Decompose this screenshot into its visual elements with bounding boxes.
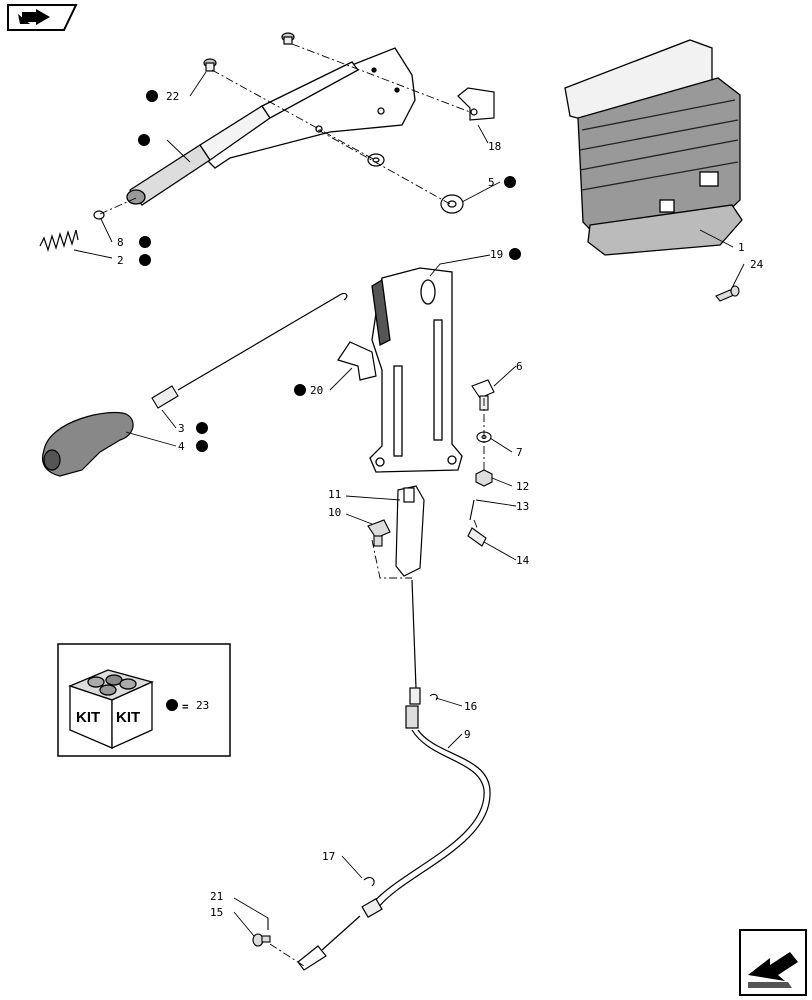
kit-legend: KIT KIT = 23 <box>57 643 231 757</box>
callout-17: 17 <box>322 850 335 863</box>
pin-13 <box>469 499 475 521</box>
callout-4: 4 <box>178 440 185 453</box>
pin-14 <box>467 527 487 547</box>
washer-5 <box>367 153 464 214</box>
callout-18: 18 <box>488 140 501 153</box>
callout-22: 22 <box>166 90 179 103</box>
callout-20: 20 <box>310 384 323 397</box>
ratchet-plate-19 <box>369 267 463 473</box>
leader-lines <box>73 71 745 937</box>
back-arrow-icon[interactable] <box>7 4 78 31</box>
callout-13: 13 <box>516 500 529 513</box>
nut-12 <box>475 469 493 487</box>
callout-1: 1 <box>738 241 745 254</box>
alignment-lines <box>99 43 485 967</box>
spring-2 <box>39 210 105 253</box>
screw-10 <box>367 519 391 547</box>
grip-handle-4 <box>41 411 134 477</box>
callout-2: 2 <box>117 254 124 267</box>
clip-16 <box>429 693 438 701</box>
screw-22 <box>203 32 295 72</box>
bracket-18 <box>457 87 495 121</box>
callout-8: 8 <box>117 236 124 249</box>
callout-9: 9 <box>464 728 471 741</box>
callout-6: 6 <box>516 360 523 373</box>
callout-21: 21 <box>210 890 223 903</box>
callout-5: 5 <box>488 176 495 189</box>
callout-7: 7 <box>516 446 523 459</box>
kit-label-right: KIT <box>116 709 140 726</box>
kit-equals: = <box>182 700 189 713</box>
spacer-3 <box>151 385 179 409</box>
screw-24 <box>715 285 740 302</box>
callout-10: 10 <box>328 506 341 519</box>
callout-3: 3 <box>178 422 185 435</box>
callout-15: 15 <box>210 906 223 919</box>
kit-box-icon <box>68 669 154 750</box>
callout-19: 19 <box>490 248 503 261</box>
callout-16: 16 <box>464 700 477 713</box>
cable-9 <box>297 579 491 971</box>
clip-17 <box>363 877 375 887</box>
callout-numbers: 22 18 5 8 2 1 24 19 6 20 3 4 7 12 11 13 … <box>117 90 764 919</box>
kit-label-left: KIT <box>76 709 100 726</box>
callout-11: 11 <box>328 488 341 501</box>
bracket-20 <box>337 341 377 381</box>
forward-arrow-icon[interactable] <box>739 929 807 996</box>
clevis-11 <box>395 485 425 577</box>
release-rod <box>177 292 348 391</box>
kit-bullet-dot <box>166 699 178 711</box>
screw-15 <box>252 933 271 947</box>
callout-24: 24 <box>750 258 764 271</box>
callout-14: 14 <box>516 554 530 567</box>
callout-12: 12 <box>516 480 529 493</box>
bolt-6 <box>471 379 495 411</box>
hand-lever-arm <box>126 47 416 206</box>
rubber-boot-1 <box>564 39 743 256</box>
kit-ref-number: 23 <box>196 699 209 712</box>
callout-dots <box>138 90 521 452</box>
